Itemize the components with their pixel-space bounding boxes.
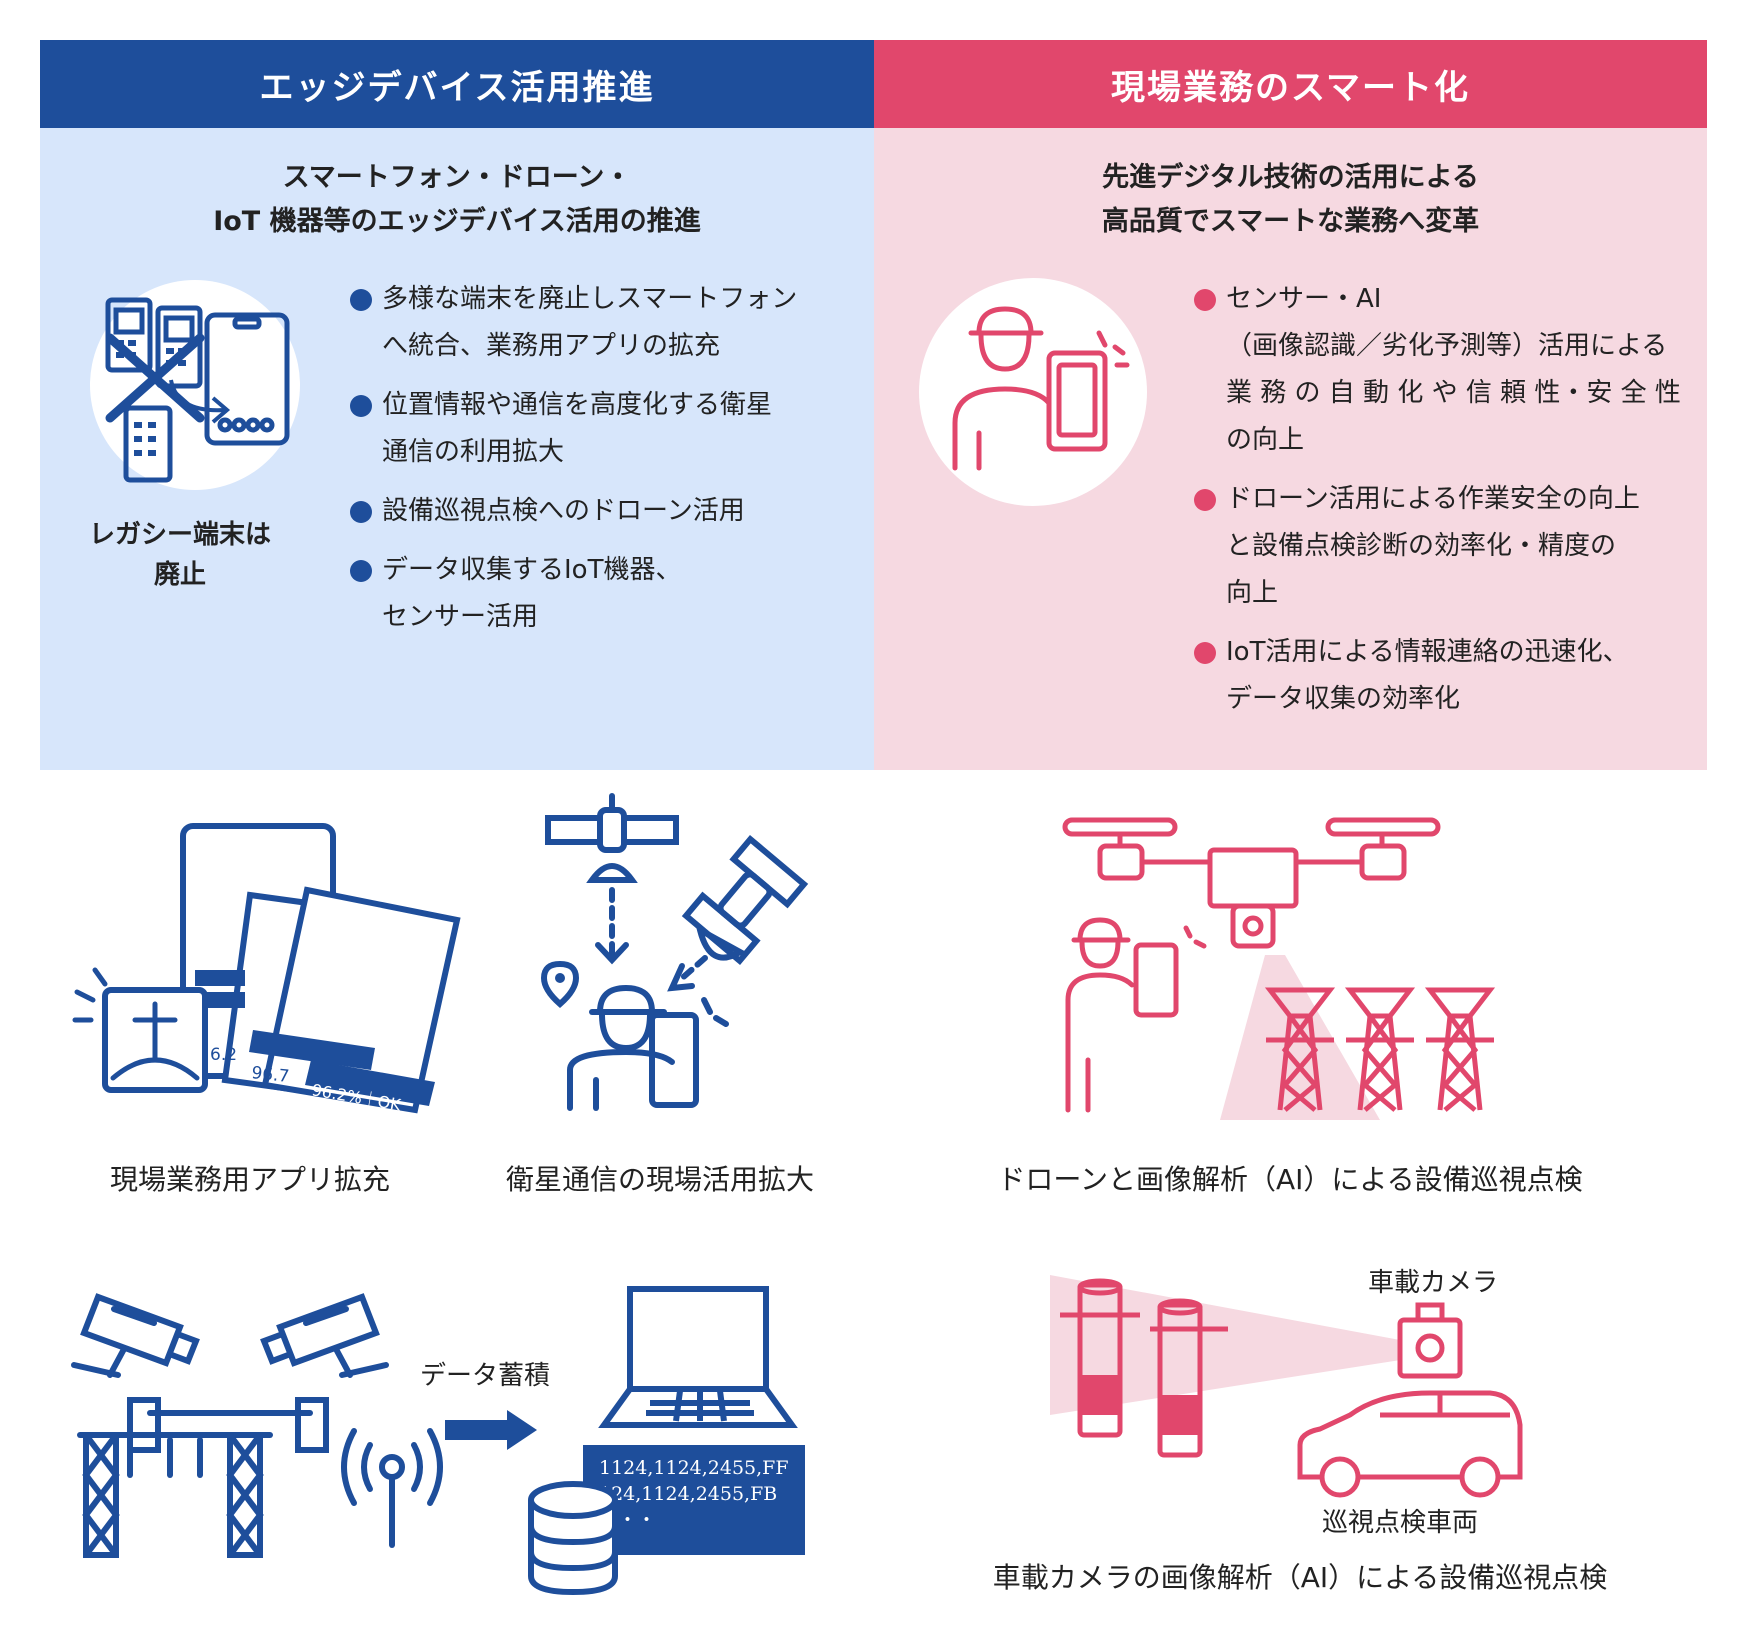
- database-icon: [528, 1481, 618, 1596]
- app-value: 6.2: [210, 1045, 237, 1065]
- list-item-text: 位置情報や通信を高度化する衛星: [382, 390, 773, 420]
- data-log-panel: 1124,1124,2455,FF 124,1124,2455,FB ・・・: [583, 1445, 805, 1555]
- list-item: センサー・AI （画像認識／劣化予測等）活用による 業 務 の 自 動 化 や …: [1194, 276, 1681, 464]
- bullet-dot: [350, 560, 372, 582]
- drone-icon: [1062, 817, 1496, 1120]
- bullet-dot: [1194, 642, 1216, 664]
- list-item-text: 設備巡視点検へのドローン活用: [382, 496, 745, 526]
- list-item: 位置情報や通信を高度化する衛星 通信の利用拡大: [350, 382, 797, 476]
- drone-caption: ドローンと画像解析（AI）による設備巡視点検: [997, 1163, 1583, 1196]
- list-item-text: データ収集するIoT機器、: [382, 555, 682, 585]
- vehicle-camera-scene: [1050, 1275, 1523, 1498]
- edge-device-panel: スマートフォン・ドローン・ IoT 機器等のエッジデバイス活用の推進: [40, 128, 874, 770]
- edge-device-subtitle: スマートフォン・ドローン・ IoT 機器等のエッジデバイス活用の推進: [40, 156, 874, 244]
- list-item-text: 多様な端末を廃止しスマートフォン: [382, 284, 798, 314]
- list-item: データ収集するIoT機器、 センサー活用: [350, 547, 797, 641]
- vehicle-caption: 車載カメラの画像解析（AI）による設備巡視点検: [992, 1561, 1608, 1594]
- vehicle-camera-label: 車載カメラ: [1368, 1268, 1499, 1298]
- list-item-text: センサー・AI: [1226, 284, 1382, 314]
- list-item-text: （画像認識／劣化予測等）活用による: [1226, 331, 1668, 361]
- vehicle-camera-icon: [1397, 1302, 1463, 1379]
- laptop-icon: [598, 1286, 798, 1428]
- list-item-text: IoT活用による情報連絡の迅速化、: [1226, 637, 1629, 667]
- smart-field-header: 現場業務のスマート化: [874, 40, 1707, 128]
- legacy-caption: レガシー端末は 廃止: [60, 515, 300, 595]
- data-arrow-icon: [445, 1410, 537, 1450]
- antenna-icon: [341, 1428, 443, 1548]
- satellite-icon: [540, 793, 809, 1111]
- bullet-dot: [350, 395, 372, 417]
- subtitle-line: スマートフォン・ドローン・: [282, 162, 632, 193]
- bullet-dot: [350, 501, 372, 523]
- worker-phone-icon: [952, 306, 1130, 471]
- list-item-text: へ統合、業務用アプリの拡充: [382, 331, 721, 361]
- edge-device-bullets: 多様な端末を廃止しスマートフォン へ統合、業務用アプリの拡充 位置情報や通信を高…: [350, 276, 797, 653]
- list-item: ドローン活用による作業安全の向上 と設備点検診断の効率化・精度の 向上: [1194, 476, 1681, 617]
- data-log-line: ・・・: [599, 1509, 657, 1531]
- satellite-caption: 衛星通信の現場活用拡大: [505, 1163, 814, 1196]
- iot-structure-icon: [71, 1293, 443, 1558]
- car-icon: [1297, 1390, 1523, 1498]
- bullet-dot: [1194, 489, 1216, 511]
- smart-field-bullets: センサー・AI （画像認識／劣化予測等）活用による 業 務 の 自 動 化 や …: [1194, 276, 1681, 735]
- app-screens-icon: 6.2 96.7 96.2%｜OK: [72, 823, 461, 1115]
- data-log-line: 124,1124,2455,FB: [599, 1483, 778, 1505]
- list-item-text: の向上: [1226, 425, 1305, 455]
- list-item: 設備巡視点検へのドローン活用: [350, 488, 797, 535]
- legacy-caption-line: レガシー端末は: [88, 520, 271, 550]
- legacy-caption-line: 廃止: [153, 560, 206, 590]
- bullet-dot: [1194, 289, 1216, 311]
- edge-device-header: エッジデバイス活用推進: [40, 40, 874, 128]
- list-item-text: 向上: [1226, 578, 1279, 608]
- list-item: IoT活用による情報連絡の迅速化、 データ収集の効率化: [1194, 629, 1681, 723]
- list-item-text: データ収集の効率化: [1226, 684, 1461, 714]
- subtitle-line: 先進デジタル技術の活用による: [1102, 162, 1479, 193]
- smart-field-panel: 先進デジタル技術の活用による 高品質でスマートな業務へ変革 センサー・AI （画…: [874, 128, 1707, 770]
- list-item-text: センサー活用: [382, 602, 539, 632]
- arrow-icon: [169, 379, 231, 424]
- security-camera-icon: [71, 1293, 200, 1378]
- subtitle-line: IoT 機器等のエッジデバイス活用の推進: [213, 206, 701, 237]
- bullet-dot: [350, 289, 372, 311]
- app-value: 96.7: [250, 1063, 290, 1087]
- app-caption: 現場業務用アプリ拡充: [109, 1163, 390, 1196]
- smart-field-subtitle: 先進デジタル技術の活用による 高品質でスマートな業務へ変革: [874, 156, 1707, 244]
- smartphone-icon: [204, 312, 290, 446]
- list-item-text: ドローン活用による作業安全の向上: [1226, 484, 1640, 514]
- inspection-vehicle-label: 巡視点検車両: [1322, 1508, 1479, 1538]
- subtitle-line: 高品質でスマートな業務へ変革: [1101, 206, 1480, 237]
- list-item-text: 業 務 の 自 動 化 や 信 頼 性・安 全 性: [1226, 378, 1681, 408]
- list-item: 多様な端末を廃止しスマートフォン へ統合、業務用アプリの拡充: [350, 276, 797, 370]
- list-item-text: 通信の利用拡大: [382, 437, 565, 467]
- list-item-text: と設備点検診断の効率化・精度の: [1226, 531, 1617, 561]
- pylon-icon: [1264, 987, 1496, 1112]
- legacy-phones-icon: [105, 297, 205, 483]
- data-log-line: 1124,1124,2455,FF: [599, 1457, 789, 1479]
- data-accumulation-label: データ蓄積: [420, 1361, 551, 1391]
